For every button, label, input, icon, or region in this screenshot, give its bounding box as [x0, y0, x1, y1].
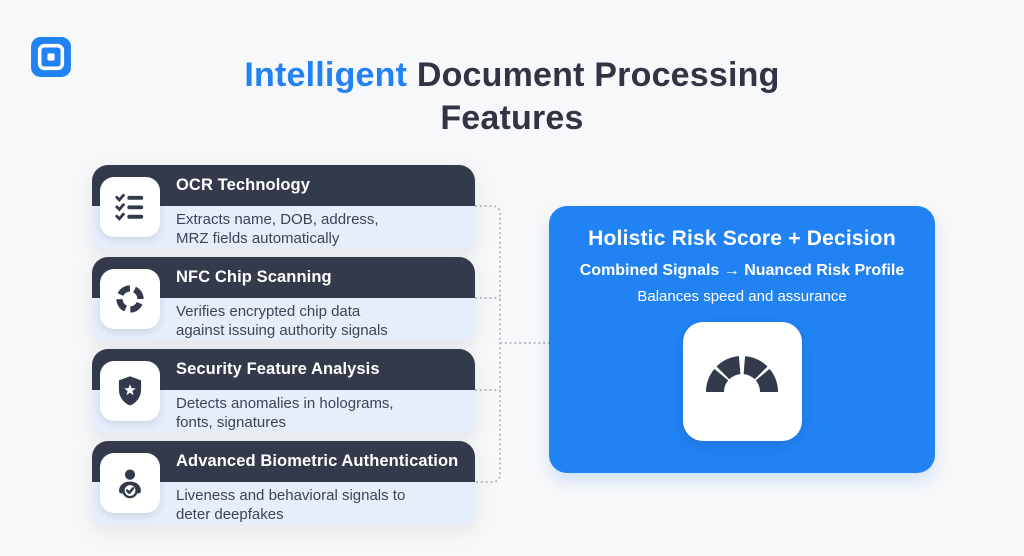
brand-logo — [30, 36, 72, 78]
feature-card-nfc: NFC Chip Scanning Verifies encrypted chi… — [92, 257, 475, 341]
card-description: Verifies encrypted chip data against iss… — [176, 303, 388, 339]
risk-panel-title: Holistic Risk Score + Decision — [588, 227, 896, 250]
sync-icon — [116, 285, 144, 313]
card-body: Detects anomalies in holograms, fonts, s… — [92, 390, 475, 433]
square-logo-icon — [31, 37, 71, 77]
page-title-highlight: Intelligent — [244, 56, 408, 94]
card-title: NFC Chip Scanning — [176, 268, 332, 286]
card-title: OCR Technology — [176, 176, 311, 194]
biometric-icon-tile — [100, 453, 160, 513]
feature-card-ocr: OCR Technology Extracts name, DOB, addre… — [92, 165, 475, 249]
card-description: Detects anomalies in holograms, fonts, s… — [176, 395, 394, 431]
risk-panel: Holistic Risk Score + Decision Combined … — [549, 206, 935, 473]
page-title: Intelligent Document Processing Features — [0, 54, 1024, 140]
connector-lines — [475, 205, 549, 483]
gauge-tile — [682, 322, 802, 441]
shield-star-icon — [118, 376, 142, 406]
ocr-icon-tile — [100, 177, 160, 237]
nfc-icon-tile — [100, 269, 160, 329]
security-icon-tile — [100, 361, 160, 421]
biometric-user-icon — [119, 469, 141, 499]
feature-card-security: Security Feature Analysis Detects anomal… — [92, 349, 475, 433]
page-title-rest: Document Processing Features — [416, 56, 780, 137]
card-title: Advanced Biometric Authentication — [176, 452, 459, 470]
risk-panel-subtitle: Combined Signals → Nuanced Risk Profile — [579, 262, 905, 279]
feature-card-biometric: Advanced Biometric Authentication Livene… — [92, 441, 475, 525]
card-description: Extracts name, DOB, address, MRZ fields … — [176, 211, 379, 247]
card-title: Security Feature Analysis — [176, 360, 380, 378]
gauge-icon — [706, 355, 778, 392]
card-description: Liveness and behavioral signals to deter… — [176, 487, 406, 523]
checklist-icon — [115, 193, 144, 221]
risk-panel-caption: Balances speed and assurance — [637, 288, 847, 305]
